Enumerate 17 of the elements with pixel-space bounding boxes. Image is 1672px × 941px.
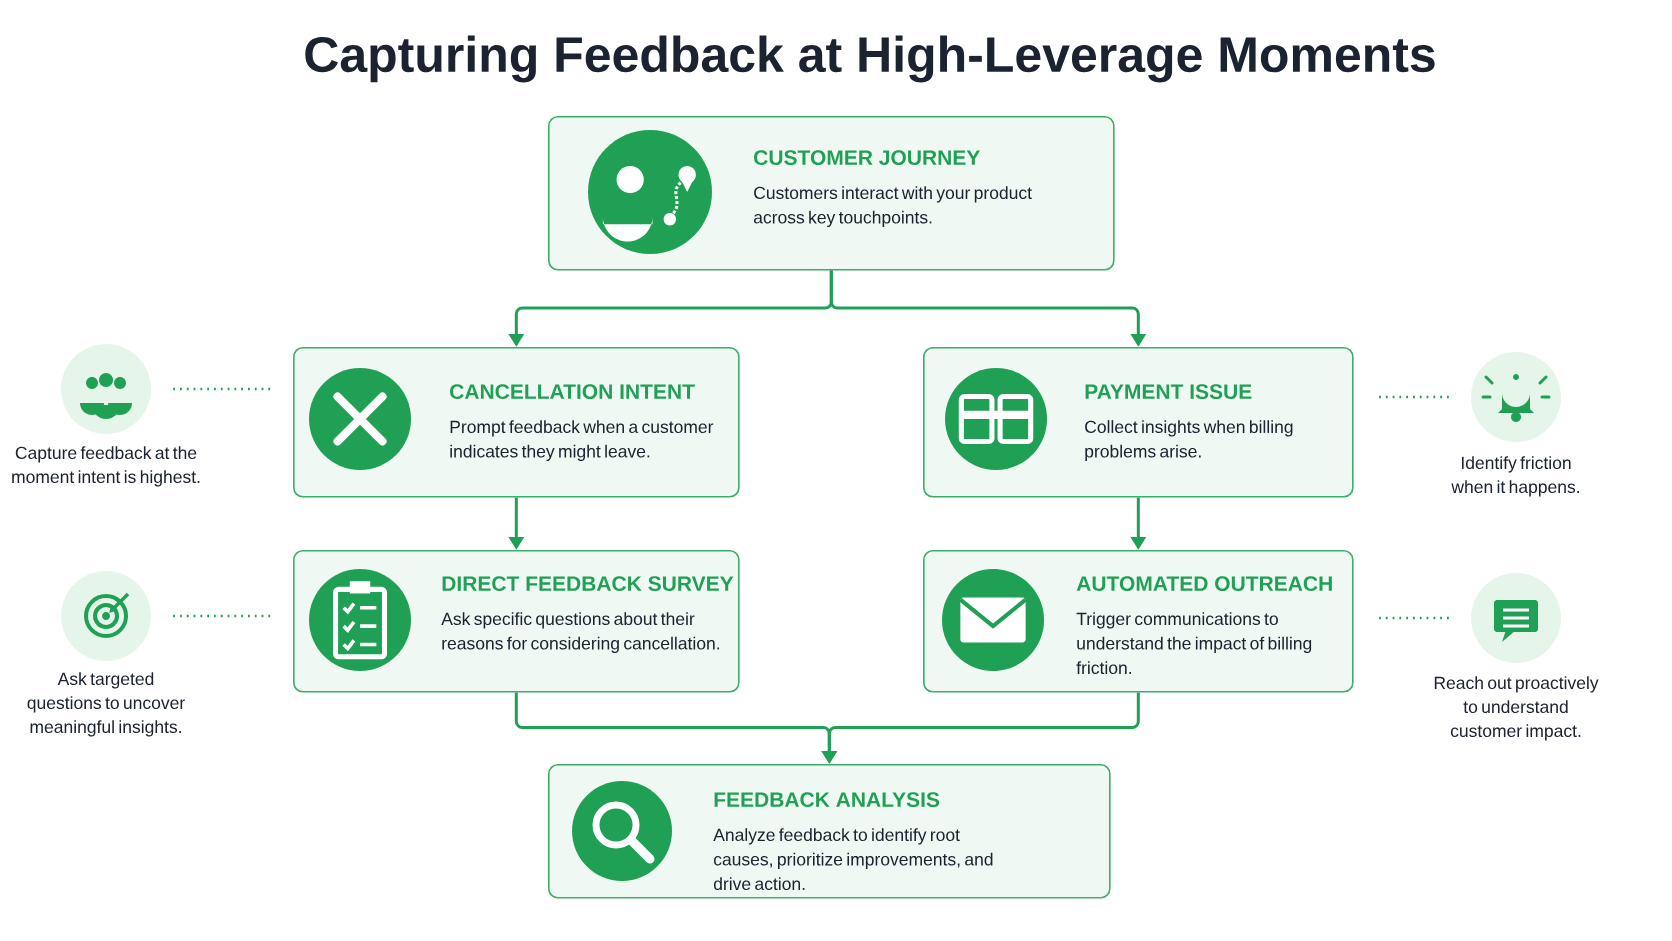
process-box: FEEDBACK ANALYSIS Analyze feedback to identify root causes, prioritize improvements, and drive action. (548, 764, 1111, 899)
title: Capturing Feedback at High-Leverage Moments (305, 35, 1435, 83)
process-box: AUTOMATED OUTREACH Trigger communications to understand the impact of billing friction. (923, 550, 1354, 693)
node-label: Reach out proactively to understand customer impact. (1434, 676, 1599, 741)
process-box: CUSTOMER JOURNEY Customers interact with your product across key touchpoints. (548, 116, 1115, 271)
node-label: Identify friction when it happens. (1451, 456, 1579, 497)
process-box: PAYMENT ISSUE Collect insights when billing problems arise. (923, 347, 1354, 498)
icon-circle (61, 571, 151, 661)
dotted-line (173, 614, 271, 618)
process-box: CANCELLATION INTENT Prompt feedback when a customer indicates they might leave. (293, 347, 740, 498)
icon-circle (61, 344, 151, 434)
node-label: Ask targeted questions to uncover meaningful insights. (27, 672, 185, 737)
dotted-line (173, 387, 271, 391)
process-box: DIRECT FEEDBACK SURVEY Ask specific questions about their reasons for considering cancellation. (293, 550, 740, 693)
node-label: Capture feedback at the moment intent is highest. (12, 446, 200, 487)
icon-circle (1471, 352, 1561, 442)
icon-circle (1471, 573, 1561, 663)
